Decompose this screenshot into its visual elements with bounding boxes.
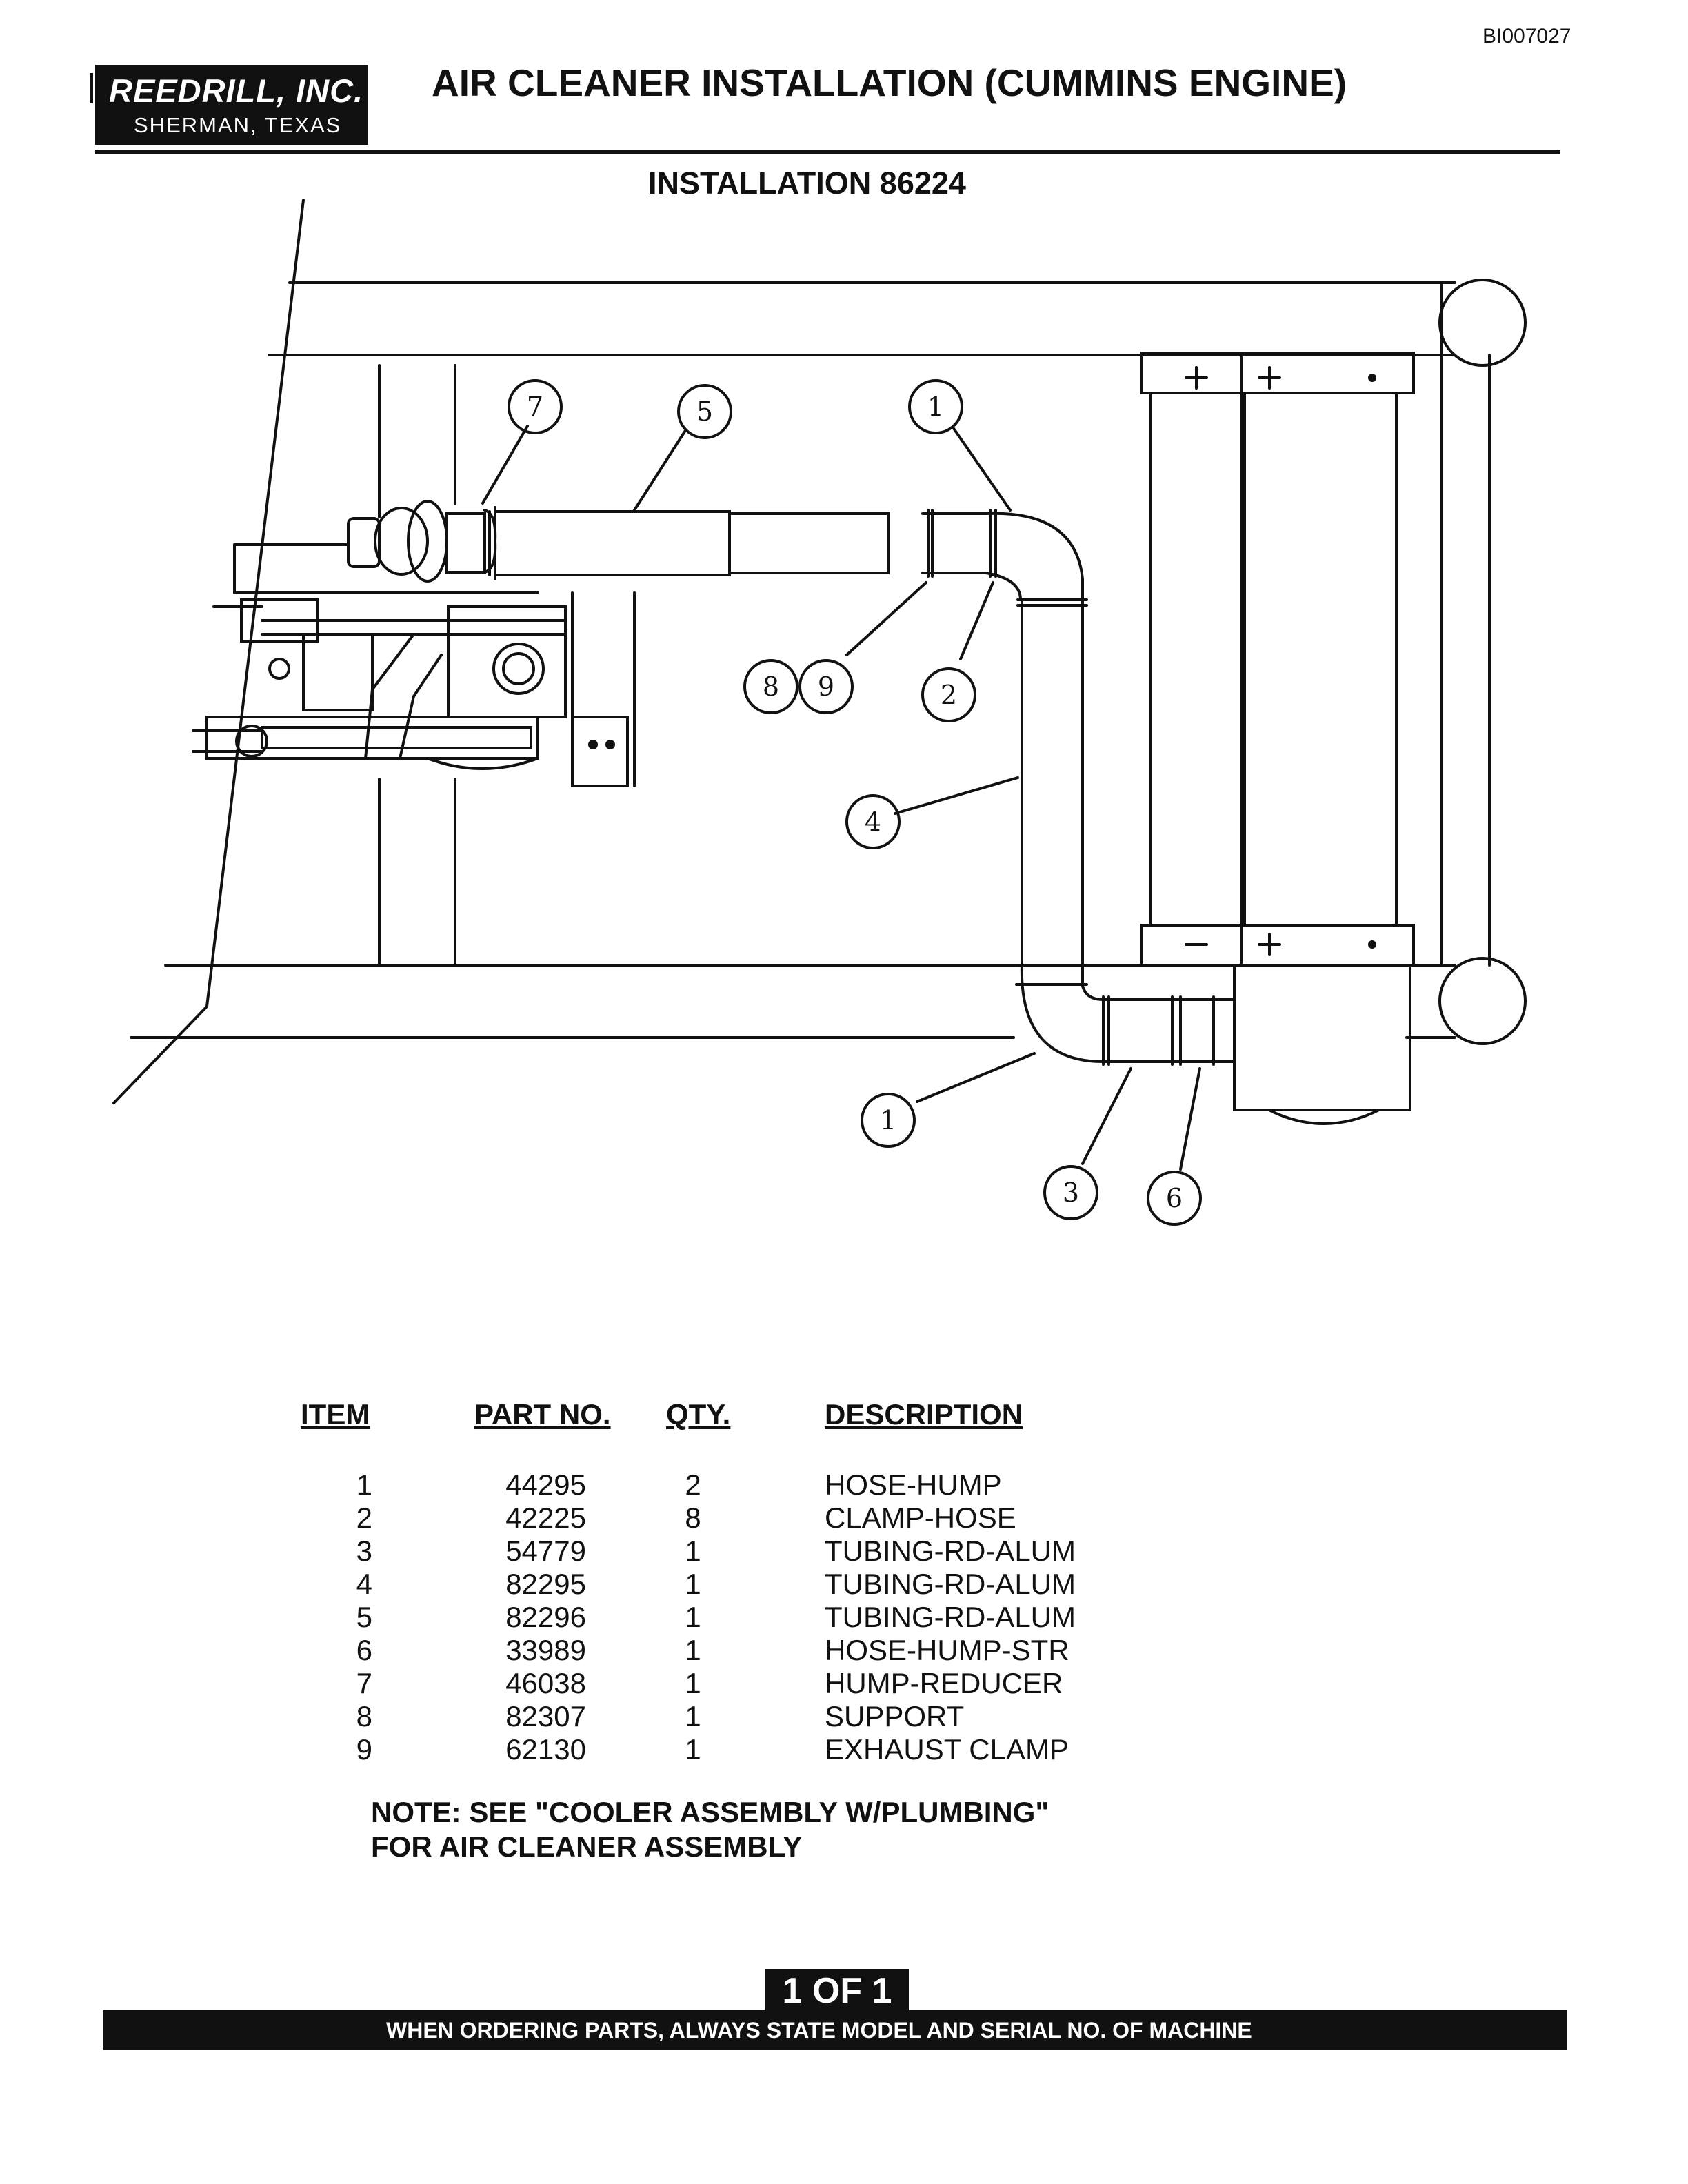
table-row: 6 33989 1 HOSE-HUMP-STR (290, 1634, 1186, 1667)
qty-cell: 1 (685, 1535, 701, 1567)
table-row: 9 62130 1 EXHAUST CLAMP (290, 1733, 1186, 1766)
part-cell: 82307 (505, 1700, 586, 1732)
callout-2: 2 (921, 667, 976, 722)
qty-cell: 1 (685, 1667, 701, 1699)
description-cell: SUPPORT (825, 1700, 965, 1732)
qty-cell: 1 (685, 1700, 701, 1732)
page-number-badge: 1 OF 1 (765, 1969, 909, 2013)
col-header-description: DESCRIPTION (825, 1398, 1023, 1430)
callout-leaders (481, 425, 1201, 1171)
svg-text:2: 2 (941, 680, 957, 710)
svg-text:6: 6 (1166, 1183, 1183, 1213)
air-plumbing (488, 506, 1236, 1066)
callout-7: 7 (508, 379, 563, 434)
page-title: AIR CLEANER INSTALLATION (CUMMINS ENGINE… (432, 61, 1347, 104)
qty-cell: 1 (685, 1568, 701, 1600)
company-logo: REEDRILL, INC. SHERMAN, TEXAS (90, 65, 368, 145)
table-row: 8 82307 1 SUPPORT (290, 1700, 1186, 1733)
description-cell: TUBING-RD-ALUM (825, 1601, 1076, 1633)
col-header-item: ITEM (301, 1398, 370, 1430)
company-location: SHERMAN, TEXAS (134, 113, 342, 137)
footer-bar: WHEN ORDERING PARTS, ALWAYS STATE MODEL … (103, 2010, 1567, 2050)
callout-3: 3 (1043, 1165, 1098, 1220)
assembly-note: NOTE: SEE "COOLER ASSEMBLY W/PLUMBING" F… (371, 1795, 1049, 1864)
callout-1-bottom: 1 (861, 1093, 916, 1148)
item-cell: 2 (356, 1502, 372, 1534)
svg-text:9: 9 (818, 671, 834, 702)
company-name: REEDRILL, INC. (109, 72, 364, 109)
callout-5: 5 (677, 384, 732, 439)
item-cell: 4 (356, 1568, 372, 1600)
table-row: 3 54779 1 TUBING-RD-ALUM (290, 1535, 1186, 1568)
qty-cell: 1 (685, 1601, 701, 1633)
item-cell: 9 (356, 1733, 372, 1766)
description-cell: TUBING-RD-ALUM (825, 1535, 1076, 1567)
part-cell: 44295 (505, 1468, 586, 1501)
note-line-1: NOTE: SEE "COOLER ASSEMBLY W/PLUMBING" (371, 1796, 1049, 1828)
item-cell: 6 (356, 1634, 372, 1666)
description-cell: TUBING-RD-ALUM (825, 1568, 1076, 1600)
table-row: 5 82296 1 TUBING-RD-ALUM (290, 1601, 1186, 1634)
qty-cell: 1 (685, 1733, 701, 1766)
item-cell: 7 (356, 1667, 372, 1699)
table-row: 4 82295 1 TUBING-RD-ALUM (290, 1568, 1186, 1601)
svg-text:1: 1 (880, 1105, 896, 1135)
item-cell: 3 (356, 1535, 372, 1567)
part-cell: 46038 (505, 1667, 586, 1699)
svg-text:7: 7 (527, 392, 543, 422)
part-cell: 33989 (505, 1634, 586, 1666)
description-cell: EXHAUST CLAMP (825, 1733, 1069, 1766)
item-cell: 1 (356, 1468, 372, 1501)
svg-text:3: 3 (1063, 1177, 1079, 1208)
footer-text: WHEN ORDERING PARTS, ALWAYS STATE MODEL … (386, 2018, 1252, 2043)
part-cell: 62130 (505, 1733, 586, 1766)
qty-cell: 1 (685, 1634, 701, 1666)
qty-cell: 8 (685, 1502, 701, 1534)
engine-turbo (192, 364, 636, 967)
callout-9: 9 (798, 659, 854, 714)
header-divider (95, 150, 1560, 154)
description-cell: HUMP-REDUCER (825, 1667, 1063, 1699)
part-cell: 54779 (505, 1535, 586, 1567)
item-cell: 5 (356, 1601, 372, 1633)
table-row: 7 46038 1 HUMP-REDUCER (290, 1667, 1186, 1700)
item-cell: 8 (356, 1700, 372, 1732)
air-cleaner-box (1233, 964, 1411, 1125)
part-cell: 42225 (505, 1502, 586, 1534)
callout-6: 6 (1147, 1171, 1202, 1226)
table-row: 2 42225 8 CLAMP-HOSE (290, 1502, 1186, 1535)
col-header-qty: QTY. (666, 1398, 731, 1430)
qty-cell: 2 (685, 1468, 701, 1501)
svg-text:4: 4 (865, 807, 881, 837)
description-cell: HOSE-HUMP (825, 1468, 1002, 1501)
svg-text:1: 1 (927, 392, 944, 422)
svg-text:5: 5 (696, 396, 713, 427)
description-cell: HOSE-HUMP-STR (825, 1634, 1069, 1666)
logo-accent-bar (90, 73, 93, 103)
frame-rails (112, 199, 1527, 1104)
svg-text:8: 8 (763, 671, 779, 702)
installation-diagram: 7 5 1 8 9 2 4 1 3 6 (112, 199, 1527, 1226)
col-header-part: PART NO. (474, 1398, 611, 1430)
note-line-2: FOR AIR CLEANER ASSEMBLY (371, 1830, 803, 1863)
table-row: 1 44295 2 HOSE-HUMP (290, 1468, 1186, 1502)
part-cell: 82296 (505, 1601, 586, 1633)
document-id: BI007027 (1483, 25, 1571, 48)
description-cell: CLAMP-HOSE (825, 1502, 1016, 1534)
installation-subtitle: INSTALLATION 86224 (648, 165, 966, 201)
part-cell: 82295 (505, 1568, 586, 1600)
callout-1-top: 1 (908, 379, 963, 434)
cooler-assembly (1140, 352, 1415, 967)
callout-8: 8 (743, 659, 798, 714)
callout-4: 4 (845, 794, 901, 849)
